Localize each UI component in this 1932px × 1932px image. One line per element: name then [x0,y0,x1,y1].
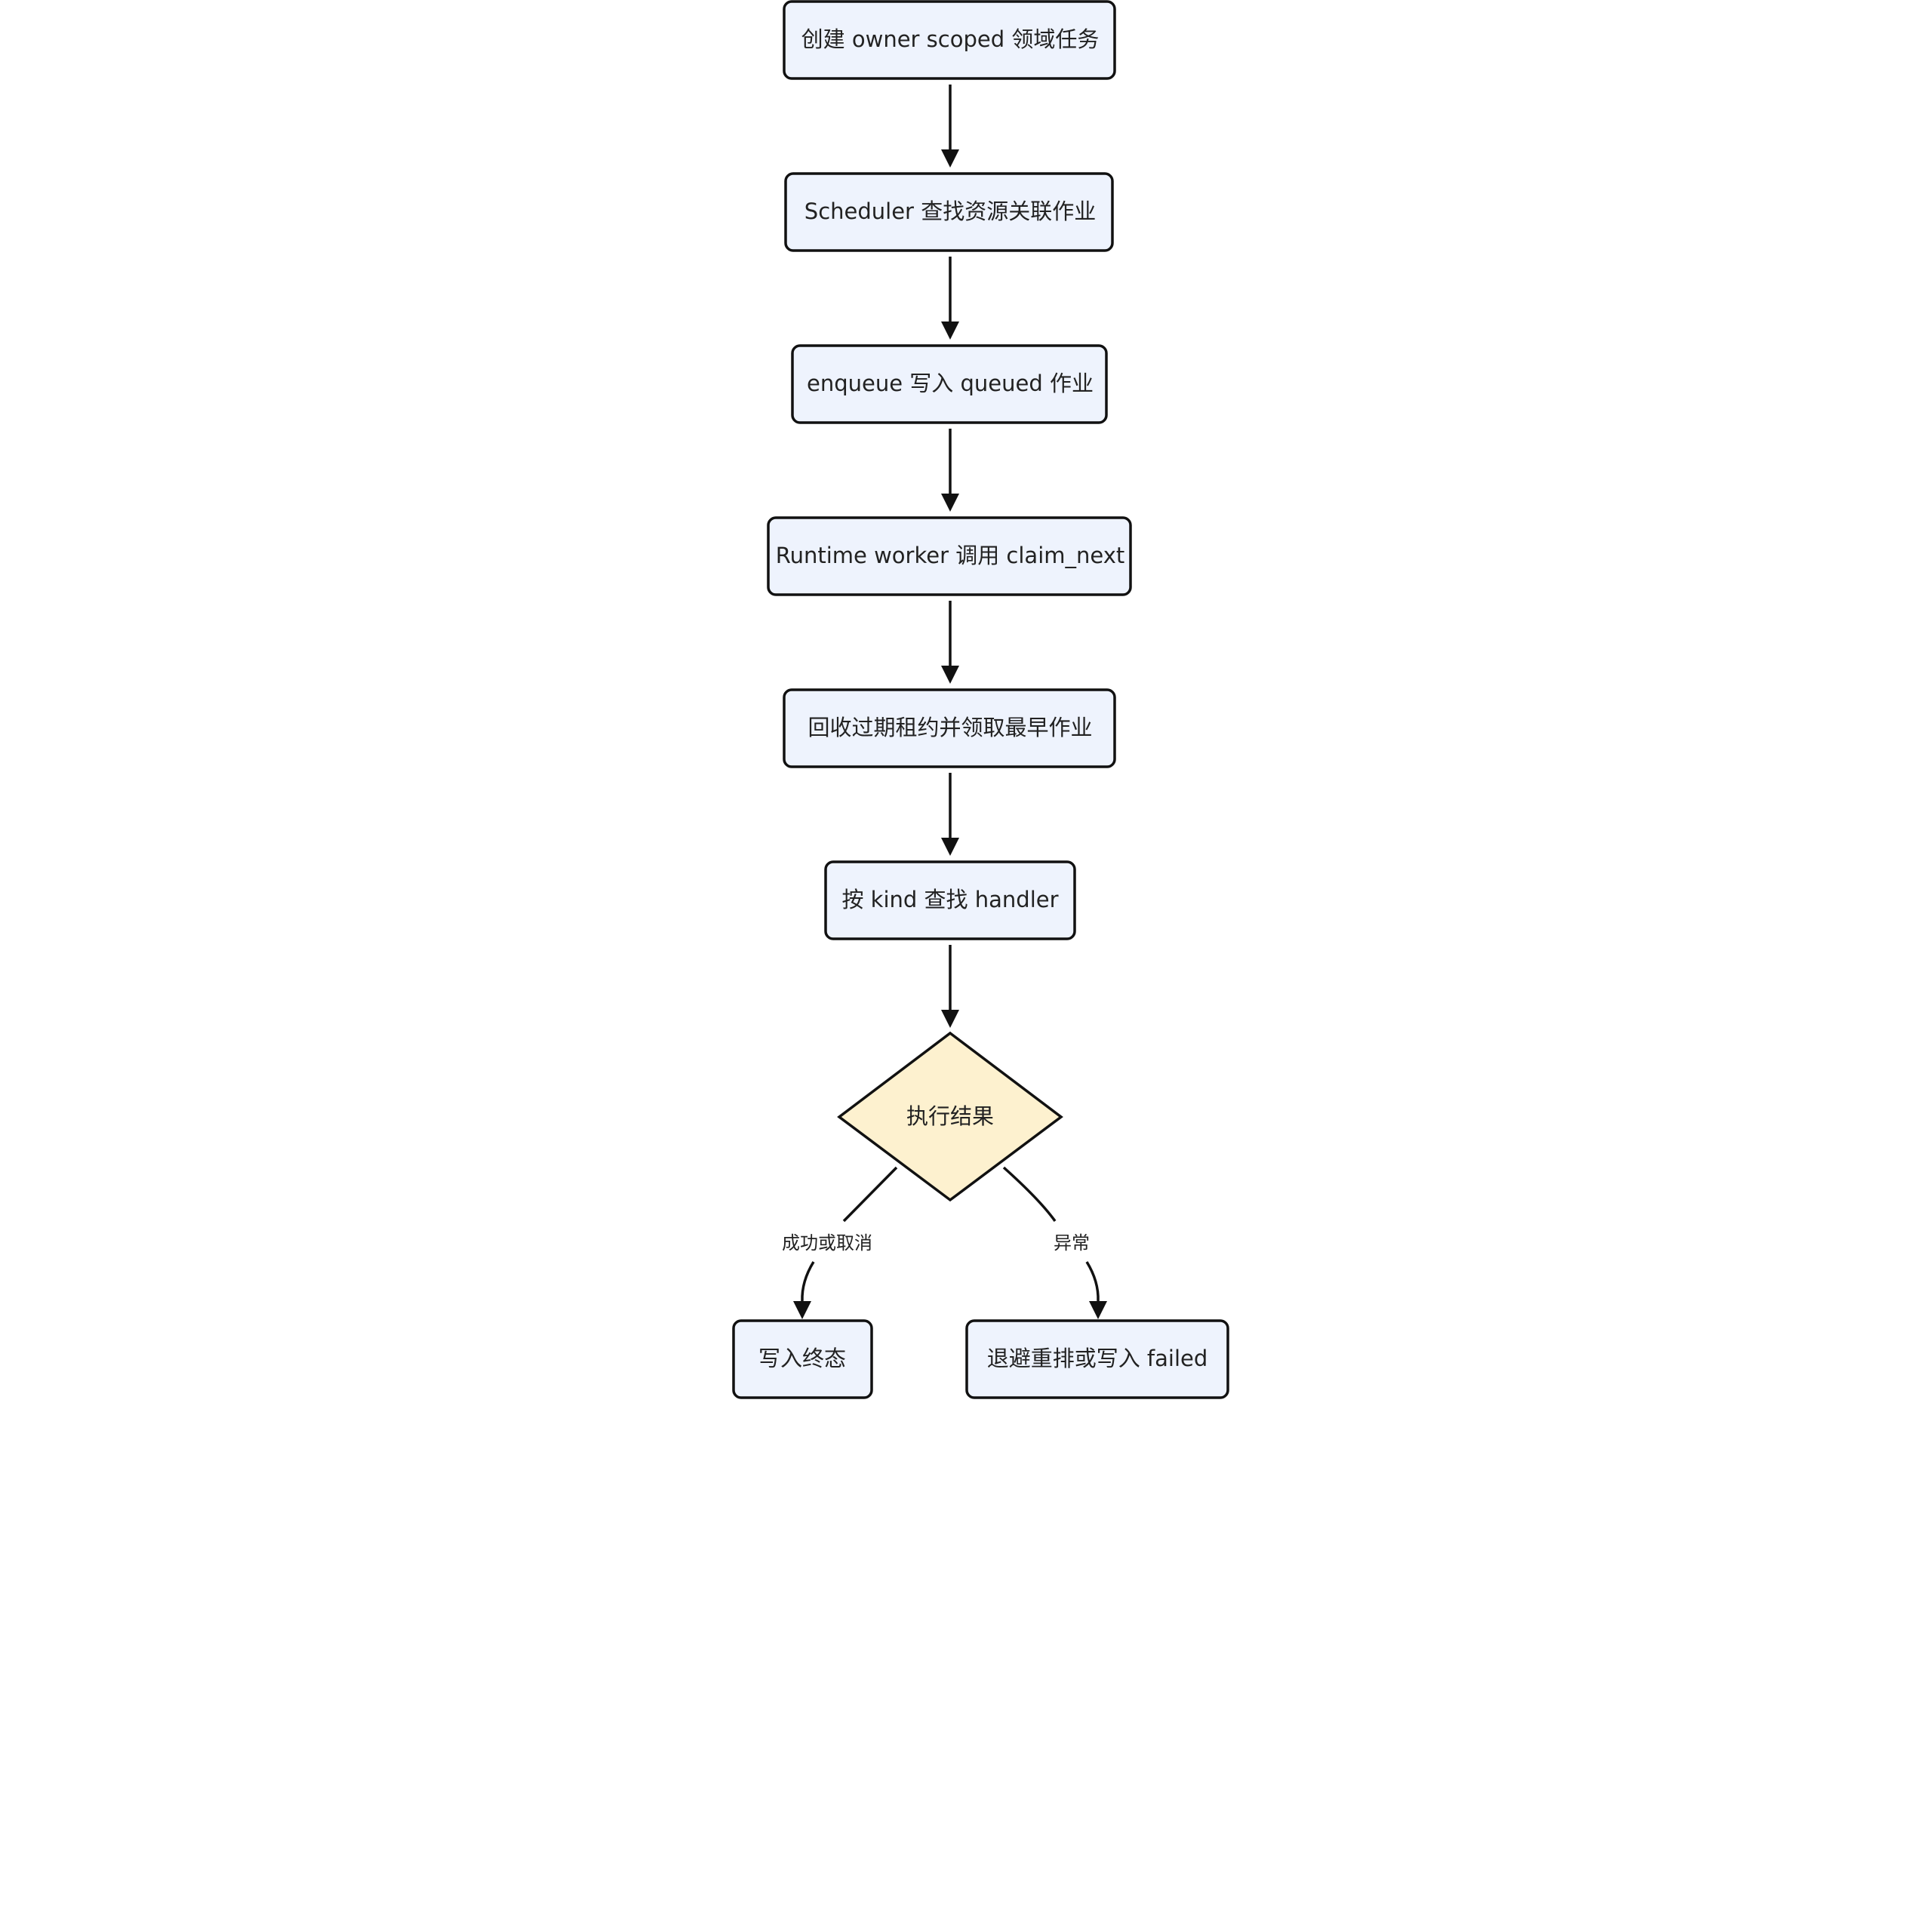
edge-enqueue-to-claim [941,429,959,512]
node-create-task: 创建 owner scoped 领域任务 [783,0,1116,80]
edge-scheduler-to-enqueue [941,257,959,340]
node-enqueue: enqueue 写入 queued 作业 [791,344,1108,424]
node-scheduler-lookup: Scheduler 查找资源关联作业 [784,172,1114,252]
node-claim-next: Runtime worker 调用 claim_next [767,516,1132,596]
node-find-handler-label: 按 kind 查找 handler [841,887,1058,912]
node-reclaim-label: 回收过期租约并领取最早作业 [808,715,1092,740]
node-find-handler: 按 kind 查找 handler [824,860,1076,940]
node-scheduler-lookup-label: Scheduler 查找资源关联作业 [804,198,1096,224]
edge-handler-to-decision [941,945,959,1028]
node-backoff: 退避重排或写入 failed [965,1319,1229,1399]
nodes: 创建 owner scoped 领域任务 Scheduler 查找资源关联作业 … [732,0,1229,1399]
edge-label-exception: 异常 [1054,1232,1090,1254]
edge-labels: 成功或取消 异常 [782,1232,1090,1254]
edge-label-success-or-cancel: 成功或取消 [782,1232,872,1254]
node-decision-label: 执行结果 [906,1103,994,1129]
node-backoff-label: 退避重排或写入 failed [987,1346,1208,1371]
node-enqueue-label: enqueue 写入 queued 作业 [807,371,1094,396]
node-decision: 执行结果 [837,1031,1063,1202]
edge-decision-to-backoff [1002,1166,1107,1319]
node-write-final: 写入终态 [732,1319,873,1399]
node-create-task-label: 创建 owner scoped 领域任务 [801,26,1100,52]
node-reclaim: 回收过期租约并领取最早作业 [783,688,1116,768]
edges [793,85,1107,1319]
edge-create-to-scheduler [941,85,959,168]
node-claim-next-label: Runtime worker 调用 claim_next [776,543,1125,568]
edge-decision-to-final [793,1166,898,1319]
node-write-final-label: 写入终态 [758,1346,846,1371]
edge-reclaim-to-handler [941,773,959,856]
edge-claim-to-reclaim [941,601,959,684]
